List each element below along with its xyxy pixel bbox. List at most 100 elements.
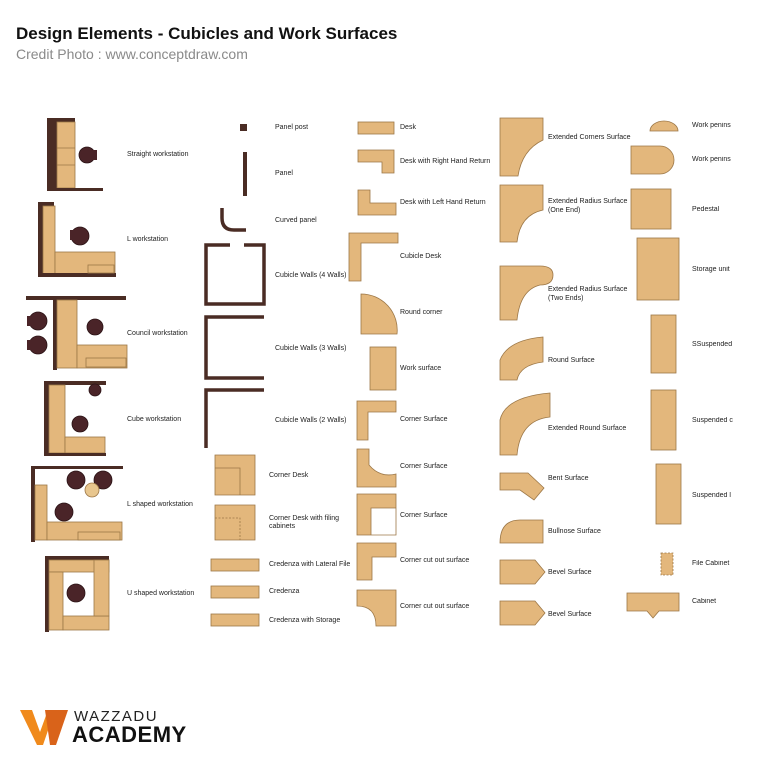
logo-wordmark-top: WAZZADU [74,708,159,725]
corner-surface-3-shape [356,493,397,536]
credenza-storage-shape [210,613,260,627]
label-cubicle-walls-4: Cubicle Walls (4 Walls) [275,272,347,279]
label-bevel-surface-2: Bevel Surface [548,611,592,618]
extended-round-surface-shape [499,392,551,456]
credenza-lateral-file-shape [210,558,260,572]
credenza-shape [210,585,260,599]
label-round-surface: Round Surface [548,357,595,364]
bevel-surface-1-shape [499,559,546,585]
bent-surface-shape [499,472,545,501]
label-desk: Desk [400,124,416,131]
credit-text: Credit Photo : www.conceptdraw.com [16,46,248,62]
label-bent-surface: Bent Surface [548,475,589,482]
cabinet-shape [626,592,680,619]
work-surface-shape [369,346,397,391]
label-desk-right-return: Desk with Right Hand Return [400,158,491,165]
label-extended-round-surface: Extended Round Surface [548,425,627,432]
label-corner-desk-filing-1: Corner Desk with filing [269,515,340,522]
label-credenza: Credenza [269,588,300,595]
label-extended-radius-two-2: (Two Ends) [548,295,584,302]
cube-workstation-shape [44,381,106,456]
panel-post-shape [240,124,247,131]
label-corner-cut-out-1: Corner cut out surface [400,557,470,564]
cubicle-desk-shape [348,232,399,282]
work-peninsula-2-shape [630,145,675,175]
label-cabinet: Cabinet [692,598,717,605]
label-extended-radius-two-1: Extended Radius Surface [548,286,628,293]
panel-shape [243,152,247,196]
corner-desk-filing-shape [214,504,256,541]
label-cube-workstation: Cube workstation [127,416,182,423]
label-curved-panel: Curved panel [275,217,317,224]
desk-shape [357,121,395,135]
straight-workstation-shape [47,118,103,191]
label-suspended-c: Suspended c [692,417,733,424]
work-peninsula-1-shape [649,120,679,132]
cubicle-walls-4-shape [204,243,266,306]
label-suspended-l: Suspended l [692,492,731,499]
desk-right-return-shape [357,149,395,174]
l-workstation-shape [38,202,116,277]
corner-surface-2-shape [356,448,397,488]
label-ssuspended: SSuspended [692,341,733,348]
suspended-c-shape [650,389,677,451]
label-file-cabinet: File Cabinet [692,560,730,567]
label-desk-left-return: Desk with Left Hand Return [400,199,486,206]
logo-wordmark-bottom: ACADEMY [72,722,187,747]
storage-unit-shape [636,237,680,301]
round-corner-shape [360,293,398,335]
corner-desk-shape [214,454,256,496]
label-credenza-lateral-file: Credenza with Lateral File [269,561,351,568]
cubicle-walls-3-shape [204,315,264,380]
label-corner-surface-2: Corner Surface [400,463,448,470]
label-extended-corners-surface: Extended Corners Surface [548,134,631,141]
label-council-workstation: Council workstation [127,330,188,337]
label-l-workstation: L workstation [127,236,168,243]
round-surface-shape [499,336,544,381]
ssuspended-shape [650,314,677,374]
file-cabinet-shape [660,552,674,576]
label-pedestal: Pedestal [692,206,720,213]
label-work-peninsula-2: Work penins [692,156,731,163]
label-extended-radius-one-1: Extended Radius Surface [548,198,628,205]
label-corner-surface-3: Corner Surface [400,512,448,519]
label-panel-post: Panel post [275,124,309,131]
label-round-corner: Round corner [400,309,443,316]
label-work-surface: Work surface [400,365,442,372]
wazzadu-logo-mark [20,710,68,745]
label-straight-workstation: Straight workstation [127,151,189,158]
label-corner-desk: Corner Desk [269,472,309,479]
label-corner-desk-filing-2: cabinets [269,523,296,530]
bevel-surface-2-shape [499,600,546,626]
label-credenza-storage: Credenza with Storage [269,617,341,624]
label-bullnose-surface: Bullnose Surface [548,528,601,535]
suspended-l-shape [655,463,682,525]
label-panel: Panel [275,170,293,177]
l-shaped-workstation-shape [31,466,123,542]
bullnose-surface-shape [499,519,544,544]
cubicle-walls-2-shape [204,388,264,448]
label-extended-radius-one-2: (One End) [548,207,581,214]
label-cubicle-desk: Cubicle Desk [400,253,442,260]
label-l-shaped-workstation: L shaped workstation [127,501,193,508]
pedestal-shape [630,188,672,230]
corner-cut-out-2-shape [356,589,397,627]
extended-corners-surface-shape [499,117,544,177]
page-title: Design Elements - Cubicles and Work Surf… [16,24,398,43]
label-u-shaped-workstation: U shaped workstation [127,590,195,597]
label-cubicle-walls-3: Cubicle Walls (3 Walls) [275,345,347,352]
corner-cut-out-1-shape [356,542,397,581]
curved-panel-shape [220,208,246,232]
extended-radius-one-shape [499,184,544,243]
u-shaped-workstation-shape [45,556,110,632]
extended-radius-two-shape [499,265,554,321]
council-workstation-shape [26,296,128,370]
desk-left-return-shape [357,189,397,216]
label-cubicle-walls-2: Cubicle Walls (2 Walls) [275,417,347,424]
label-bevel-surface-1: Bevel Surface [548,569,592,576]
label-corner-cut-out-2: Corner cut out surface [400,603,470,610]
corner-surface-1-shape [356,400,397,441]
label-corner-surface-1: Corner Surface [400,416,448,423]
label-work-peninsula-1: Work penins [692,122,731,129]
